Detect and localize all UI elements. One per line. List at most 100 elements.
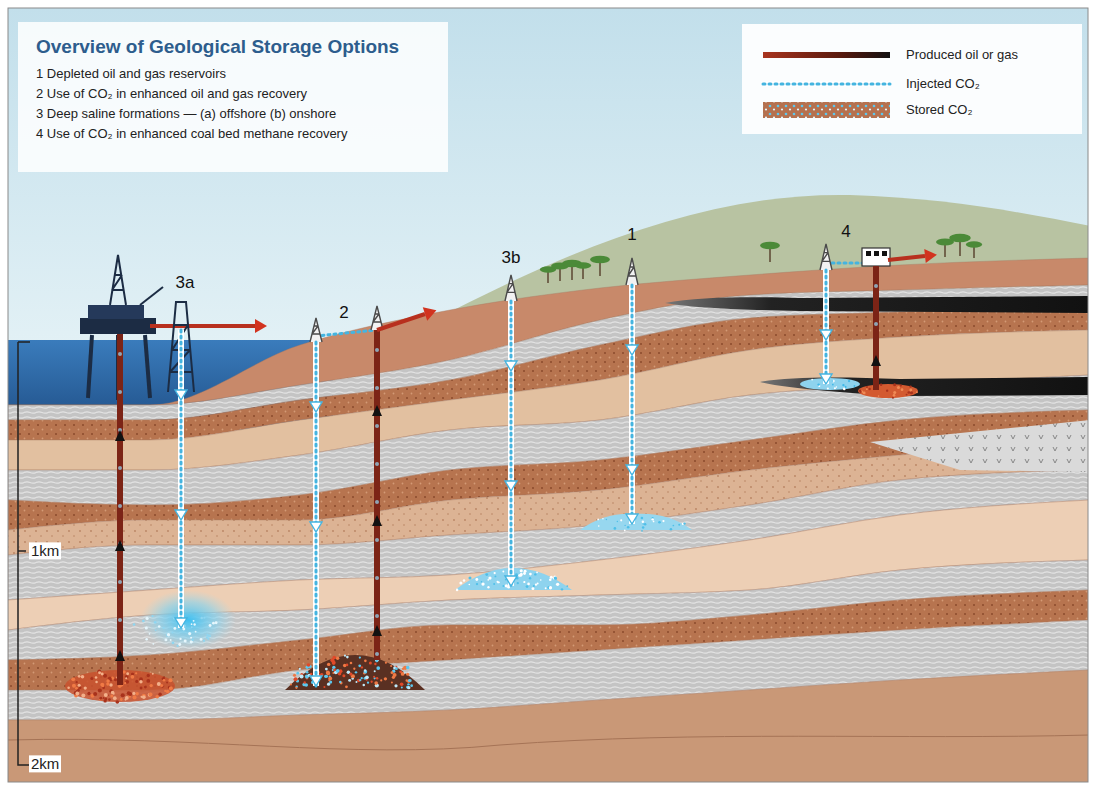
- stored-co2-dot: [151, 615, 153, 617]
- stored-co2-dot: [369, 662, 372, 665]
- stored-co2-dot: [556, 583, 559, 586]
- stored-co2-dot: [147, 674, 150, 677]
- injection-well: [825, 270, 828, 384]
- stored-co2-dot: [128, 692, 132, 696]
- stored-co2-dot: [886, 390, 888, 392]
- stored-co2-dot: [893, 391, 896, 394]
- stored-co2-dot: [145, 638, 148, 641]
- stored-co2-dot: [133, 695, 137, 699]
- stored-co2-dot: [71, 677, 75, 681]
- stored-co2-dot: [325, 675, 328, 678]
- rig-deck: [80, 318, 156, 334]
- stored-co2-dot: [400, 682, 404, 686]
- stored-co2-dot: [842, 384, 844, 386]
- storage-plume: [580, 514, 692, 530]
- stored-co2-dot: [135, 672, 137, 674]
- stored-co2-dot: [328, 676, 332, 680]
- plant-building: [862, 248, 890, 266]
- stored-co2-dot: [374, 663, 376, 665]
- stored-co2-dot: [408, 679, 411, 682]
- frame: [8, 8, 1088, 782]
- stored-co2-dot: [336, 657, 339, 660]
- stored-co2-dot: [78, 684, 81, 687]
- drilling-derrick: [820, 244, 832, 270]
- drilling-derrick: [505, 275, 517, 301]
- drilling-derrick: [310, 318, 322, 342]
- scene: [8, 8, 1088, 782]
- depth-label: 1km: [29, 542, 61, 559]
- stored-co2-dot: [324, 675, 327, 678]
- stored-co2-dot: [142, 620, 145, 623]
- stored-co2-dot: [110, 679, 112, 681]
- stored-co2-dot: [348, 679, 351, 682]
- stored-co2-dot: [678, 524, 680, 526]
- injection-well: [178, 330, 184, 628]
- stored-co2-dot: [376, 660, 379, 663]
- injection-arrowhead: [505, 361, 517, 371]
- injection-arrowhead: [626, 514, 638, 524]
- stored-co2-dot: [195, 631, 197, 633]
- stored-co2-dot: [173, 627, 176, 630]
- stored-co2-dot: [897, 386, 900, 389]
- stored-co2-dot: [364, 669, 367, 672]
- stored-co2-dot: [496, 581, 498, 583]
- stored-co2-dot: [900, 385, 902, 387]
- stored-co2-dot: [290, 683, 292, 685]
- stored-co2-dot: [494, 575, 496, 577]
- stored-co2-dot: [848, 380, 850, 382]
- stored-co2-dot: [300, 675, 304, 679]
- stored-co2-dot: [817, 383, 819, 385]
- production-arrowhead: [372, 625, 382, 636]
- stored-co2-dot: [606, 519, 607, 520]
- stored-co2-dot: [651, 518, 653, 520]
- stored-co2-dot: [78, 675, 81, 678]
- stored-co2-dot: [191, 626, 193, 628]
- stored-co2-dot: [561, 588, 563, 590]
- stored-co2-dot: [459, 581, 462, 584]
- stored-co2-dot: [361, 666, 363, 668]
- legend-text: Injected CO₂: [906, 77, 980, 92]
- stored-co2-dot: [358, 664, 361, 667]
- stored-co2-dot: [391, 671, 394, 674]
- storage-plume: [285, 655, 425, 690]
- stored-co2-dot: [627, 526, 630, 529]
- tree-crown: [590, 256, 610, 264]
- stored-co2-dot: [328, 679, 330, 681]
- stored-co2-dot: [520, 573, 523, 576]
- stored-co2-dot: [866, 388, 868, 390]
- rig-derrick: [110, 255, 126, 305]
- stored-co2-dot: [367, 681, 369, 683]
- stored-co2-dot: [124, 682, 126, 684]
- stored-co2-dot: [834, 387, 836, 389]
- gas-reservoir: [858, 384, 918, 398]
- stored-co2-dot: [468, 576, 471, 579]
- stored-co2-dot: [550, 576, 553, 579]
- stored-co2-dot: [359, 679, 361, 681]
- stored-co2-dot: [641, 530, 643, 532]
- stored-co2-dot: [662, 520, 664, 522]
- diagram-title: Overview of Geological Storage Options: [36, 36, 399, 58]
- stored-co2-dot: [190, 637, 192, 639]
- stored-co2-dot: [811, 379, 813, 381]
- injection-arrowhead: [310, 522, 322, 532]
- stored-co2-dot: [108, 698, 111, 701]
- plant-window: [882, 251, 887, 256]
- production-well: [374, 330, 380, 660]
- stored-co2-dot: [364, 670, 368, 674]
- stored-co2-dot: [545, 587, 547, 589]
- stored-co2-dot: [907, 391, 910, 394]
- stored-co2-dot: [125, 675, 129, 679]
- injection-well: [510, 301, 513, 586]
- stored-co2-dot: [502, 585, 504, 587]
- stored-co2-dot: [910, 391, 913, 394]
- stored-co2-dot: [497, 582, 499, 584]
- stored-co2-dot: [306, 671, 309, 674]
- stored-co2-dot: [534, 573, 536, 575]
- stored-co2-dot: [111, 691, 115, 695]
- stored-co2-dot: [859, 391, 861, 393]
- stored-co2-dot: [76, 681, 78, 683]
- stored-co2-dot: [488, 576, 491, 579]
- stored-co2-dot: [362, 684, 365, 687]
- stored-co2-dot: [132, 692, 135, 695]
- stored-co2-dot: [207, 638, 209, 640]
